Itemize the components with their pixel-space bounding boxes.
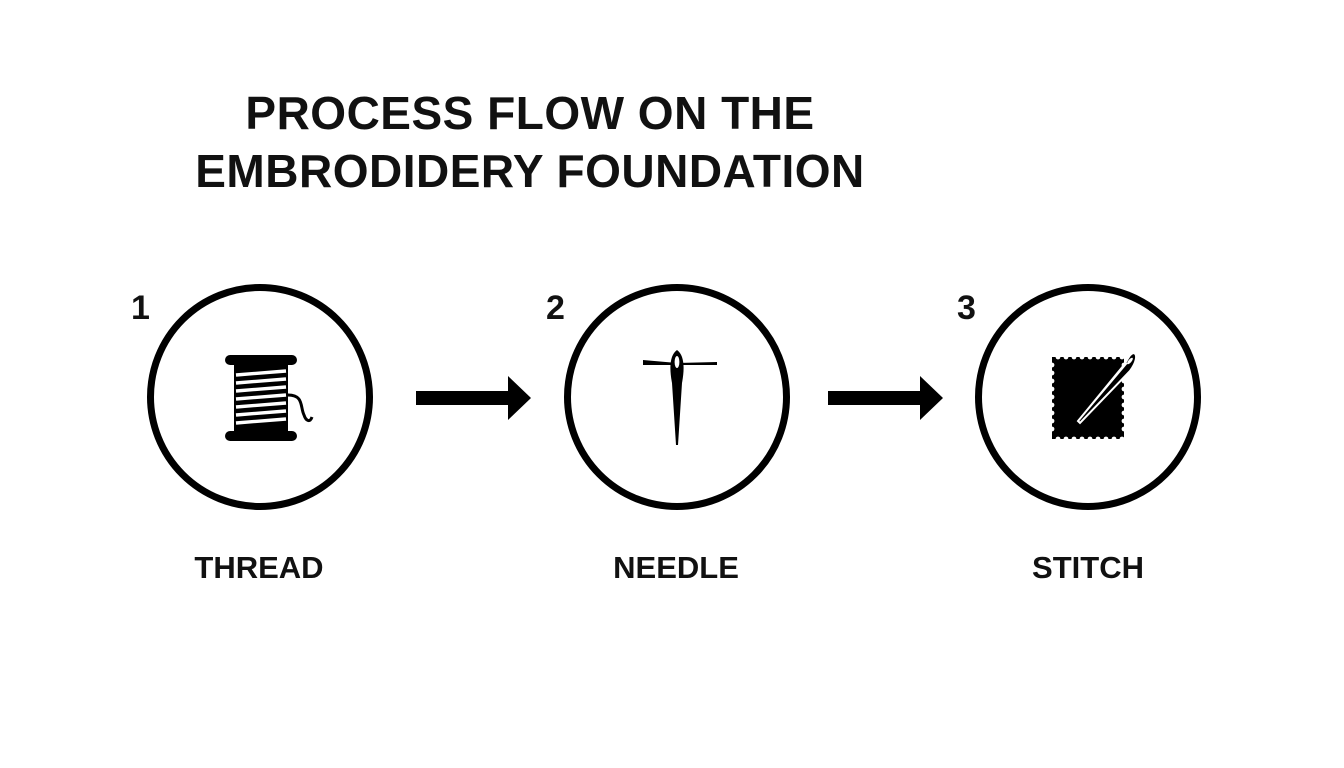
needle-icon <box>643 350 717 445</box>
step-1-number: 1 <box>131 289 150 327</box>
step-2-circle <box>564 284 790 510</box>
arrow-right-icon <box>416 376 531 420</box>
arrow-right-icon <box>828 376 943 420</box>
step-1-circle <box>147 284 373 510</box>
step-2-number: 2 <box>546 289 565 327</box>
step-1-label: THREAD <box>194 550 324 585</box>
step-3-circle <box>975 284 1201 510</box>
stitch-fabric-icon <box>1049 351 1138 442</box>
diagram-title: PROCESS FLOW ON THE EMBRODIDERY FOUNDATI… <box>150 84 910 200</box>
thread-spool-icon <box>225 355 314 441</box>
step-3-number: 3 <box>957 289 976 327</box>
step-3-label: STITCH <box>1032 550 1144 585</box>
title-line-2: EMBRODIDERY FOUNDATION <box>195 145 865 197</box>
step-2-label: NEEDLE <box>613 550 739 585</box>
title-line-1: PROCESS FLOW ON THE <box>245 87 815 139</box>
